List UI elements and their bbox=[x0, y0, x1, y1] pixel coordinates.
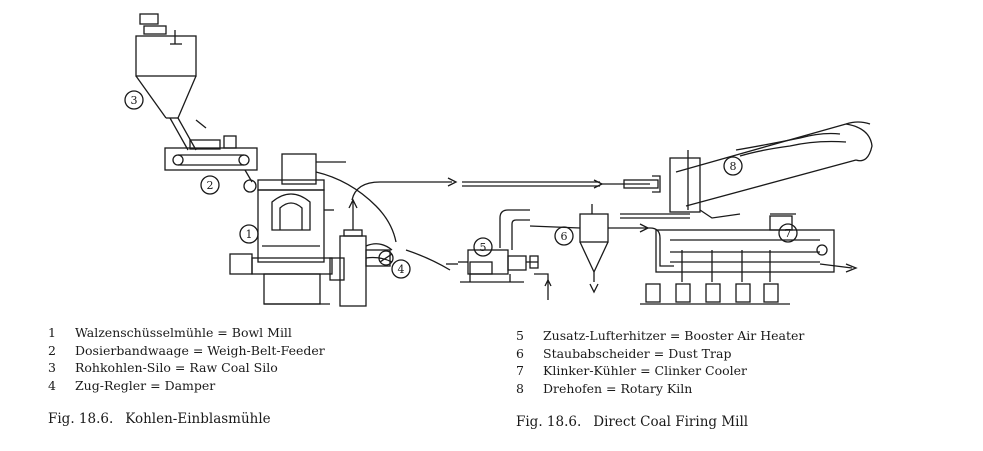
svg-text:5: 5 bbox=[480, 241, 487, 254]
rotary-kiln bbox=[620, 121, 873, 219]
legend-number: 8 bbox=[516, 380, 524, 396]
svg-text:8: 8 bbox=[730, 160, 737, 173]
figure-title: Kohlen-Einblasmühle bbox=[125, 411, 271, 427]
legend-item: 5 Zusatz-Lufterhitzer = Booster Air Heate… bbox=[516, 327, 804, 345]
legend-item: 2 Dosierbandwaage = Weigh-Belt-Feeder bbox=[48, 342, 325, 360]
legend-text: Zug-Regler = Damper bbox=[75, 377, 216, 393]
legend-right: 5 Zusatz-Lufterhitzer = Booster Air Heate… bbox=[516, 327, 804, 397]
marker-7: 7 bbox=[778, 223, 798, 243]
legend-item: 1 Walzenschüsselmühle = Bowl Mill bbox=[48, 324, 325, 342]
marker-6: 6 bbox=[554, 226, 574, 246]
raw-coal-silo bbox=[135, 13, 207, 151]
svg-text:2: 2 bbox=[207, 179, 214, 192]
figure-title: Direct Coal Firing Mill bbox=[593, 414, 749, 430]
item-markers: 3 2 1 4 5 6 8 7 bbox=[124, 90, 798, 279]
marker-8: 8 bbox=[723, 156, 743, 176]
legend-left: 1 Walzenschüsselmühle = Bowl Mill 2 Dosier… bbox=[48, 324, 325, 394]
legend-text: Staubabscheider = Dust Trap bbox=[543, 345, 732, 361]
fan-damper bbox=[329, 198, 394, 307]
legend-text: Dosierbandwaage = Weigh-Belt-Feeder bbox=[75, 342, 325, 358]
bowl-mill bbox=[229, 153, 346, 305]
figure-caption-german: Fig. 18.6. Kohlen-Einblasmühle bbox=[48, 411, 271, 427]
legend-text: Klinker-Kühler = Clinker Cooler bbox=[543, 363, 748, 378]
legend-number: 2 bbox=[48, 342, 56, 358]
legend-number: 4 bbox=[48, 377, 56, 393]
legend-item: 8 Drehofen = Rotary Kiln bbox=[516, 380, 804, 398]
legend-number: 6 bbox=[516, 345, 524, 361]
figure-caption-english: Fig. 18.6. Direct Coal Firing Mill bbox=[516, 414, 748, 430]
svg-text:3: 3 bbox=[131, 94, 138, 107]
pipelines bbox=[315, 171, 674, 271]
marker-3: 3 bbox=[124, 90, 144, 110]
legend-item: 6 Staubabscheider = Dust Trap bbox=[516, 345, 804, 363]
legend-item: 7 Klinker-Kühler = Clinker Cooler bbox=[516, 362, 804, 380]
figure-number: Fig. 18.6. bbox=[516, 414, 582, 430]
marker-5: 5 bbox=[473, 237, 493, 257]
booster-air-heater bbox=[446, 209, 552, 300]
legend-number: 7 bbox=[516, 363, 524, 378]
process-diagram: 3 2 1 4 5 6 8 7 bbox=[124, 13, 873, 307]
marker-1: 1 bbox=[239, 224, 259, 244]
clinker-cooler bbox=[640, 213, 858, 305]
legend-text: Zusatz-Lufterhitzer = Booster Air Heater bbox=[543, 328, 805, 343]
dust-trap bbox=[579, 204, 609, 294]
svg-text:6: 6 bbox=[561, 230, 568, 243]
legend-number: 3 bbox=[48, 360, 56, 375]
legend-number: 5 bbox=[516, 328, 524, 343]
marker-4: 4 bbox=[391, 259, 411, 279]
marker-2: 2 bbox=[200, 175, 220, 195]
legend-item: 4 Zug-Regler = Damper bbox=[48, 377, 325, 395]
legend-item: 3 Rohkohlen-Silo = Raw Coal Silo bbox=[48, 359, 325, 377]
svg-text:4: 4 bbox=[398, 263, 405, 276]
svg-text:1: 1 bbox=[246, 228, 253, 241]
figure-number: Fig. 18.6. bbox=[48, 411, 114, 427]
weigh-belt-feeder bbox=[164, 135, 258, 183]
legend-number: 1 bbox=[48, 325, 56, 340]
legend-text: Rohkohlen-Silo = Raw Coal Silo bbox=[75, 360, 278, 375]
svg-text:7: 7 bbox=[785, 227, 792, 240]
legend-text: Drehofen = Rotary Kiln bbox=[543, 380, 693, 396]
legend-text: Walzenschüsselmühle = Bowl Mill bbox=[75, 325, 292, 340]
